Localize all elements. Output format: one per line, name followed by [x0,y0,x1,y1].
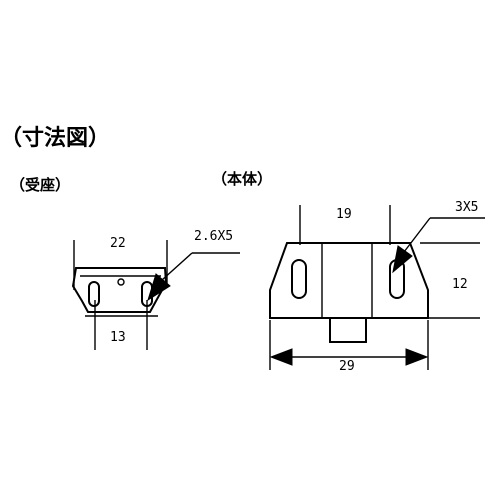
receiver-leader-arrow [147,273,171,302]
body-width-arrow-left [269,348,293,366]
drawing-title: （寸法図） [0,126,110,151]
receiver-dim-bottom: 13 [110,330,126,345]
body-leader-diagonal [403,217,431,253]
body-slot-left [291,259,307,299]
body-hole-callout: 3X5 [455,200,478,215]
body-outline [269,242,429,319]
body-latch [329,317,367,343]
body-dim-top: 19 [336,207,352,222]
body-drawing: 19 12 29 3X5 [269,200,485,374]
receiver-hole-callout: 2.6X5 [194,229,233,244]
receiver-dim-top: 22 [110,236,126,251]
body-dim-width: 29 [339,359,355,374]
body-dim-height: 12 [452,277,468,292]
receiver-slot-left [88,281,100,307]
body-leader-arrow [392,245,413,274]
receiver-leader-diagonal [161,252,193,281]
receiver-heading: （受座） [10,176,70,194]
body-heading: （本体） [212,170,272,188]
body-width-arrow-right [405,348,429,366]
receiver-drawing: 22 13 2.6X5 [71,229,240,350]
receiver-center-hole [117,278,125,286]
receiver-plate [71,267,168,313]
